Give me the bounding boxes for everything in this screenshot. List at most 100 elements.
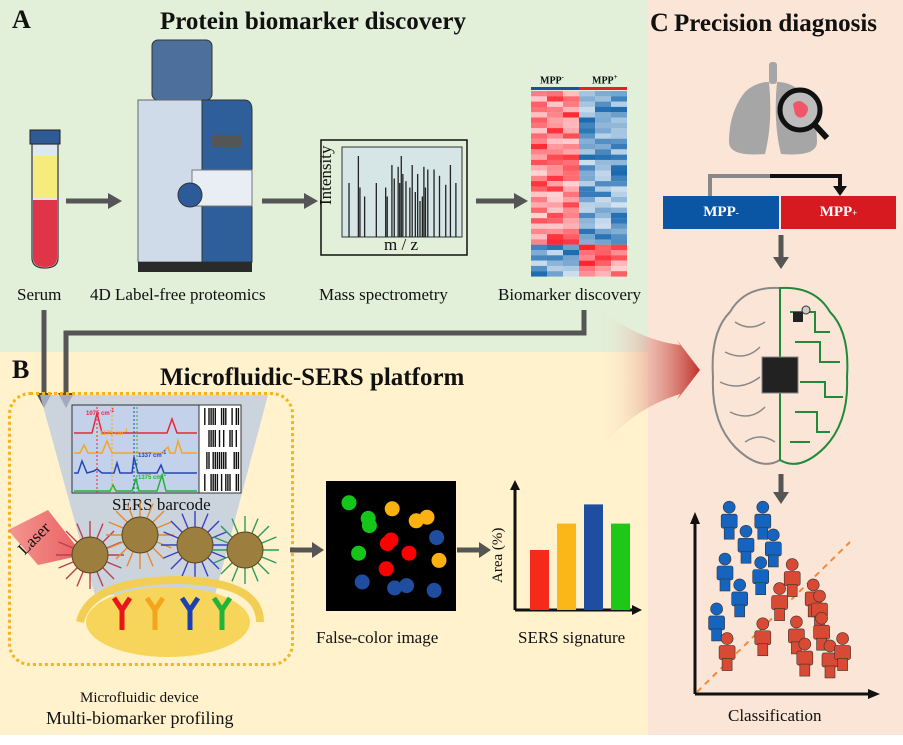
heatmap-cell <box>531 186 547 192</box>
heatmap-cell <box>531 223 547 229</box>
gold-nanoparticle <box>71 536 109 574</box>
heatmap-cell <box>595 175 611 182</box>
person-legs <box>837 658 848 671</box>
heatmap-cell <box>595 91 611 97</box>
heatmap-cell <box>579 207 595 213</box>
heatmap-cell <box>563 223 579 229</box>
person-body <box>718 645 736 660</box>
person-negative-icon <box>716 552 734 592</box>
heatmap-cell <box>595 239 611 245</box>
heatmap-cell <box>547 239 563 245</box>
heatmap-cell <box>579 101 595 107</box>
heatmap-cell <box>579 191 595 198</box>
heatmap-cell <box>611 223 627 229</box>
step-label-biomarker: Biomarker discovery <box>498 285 642 304</box>
arrow-down-icon <box>773 474 789 504</box>
person-legs <box>799 663 811 677</box>
heatmap-cell <box>563 144 579 150</box>
peak-label-1175: 1175 cm-1 <box>100 428 128 437</box>
person-negative-icon <box>720 500 738 540</box>
heatmap-cell <box>611 228 627 235</box>
mpp-negative-box: MPP- <box>663 196 779 229</box>
barcode-bar <box>204 408 206 425</box>
heatmap-cell <box>531 112 547 118</box>
barcode-bar <box>212 408 214 425</box>
panel-c-letter: C <box>650 8 669 37</box>
heatmap-cell <box>579 144 595 150</box>
barcode-bar <box>208 452 210 469</box>
person-positive-icon <box>788 615 805 655</box>
person-positive-icon <box>718 632 736 671</box>
barcode-bar <box>227 474 229 491</box>
step-label-serum: Serum <box>17 285 62 304</box>
false-color-spot <box>378 561 394 577</box>
microfluidic-dotted-box <box>8 392 294 666</box>
heatmap-cell <box>531 96 547 102</box>
heatmap-cell <box>611 122 627 129</box>
person-head <box>767 528 780 542</box>
person-positive-icon <box>783 558 801 597</box>
arrow-right-icon <box>66 193 122 209</box>
person-legs <box>786 584 798 597</box>
false-color-spot <box>384 501 400 517</box>
person-head <box>756 617 770 631</box>
person-body <box>783 571 801 586</box>
serum-tube-icon <box>29 129 61 269</box>
heatmap-cell <box>563 96 579 102</box>
person-body <box>720 513 738 529</box>
person-body <box>716 565 734 581</box>
heatmap-cell <box>563 128 579 134</box>
barcode-bar <box>225 408 227 425</box>
person-head <box>823 639 837 653</box>
mass-spectrometer-icon <box>137 39 253 272</box>
heatmap-cell <box>531 138 547 145</box>
heatmap-cell <box>579 154 595 160</box>
barcode-bar <box>225 452 227 469</box>
heatmap-cell <box>547 265 563 272</box>
person-negative-icon <box>754 500 772 540</box>
heatmap-cell <box>531 91 547 97</box>
gold-nanoparticle <box>121 516 159 554</box>
heatmap-cell <box>547 112 563 118</box>
heatmap-cell <box>595 191 611 198</box>
person-positive-icon <box>796 637 814 677</box>
false-color-spot <box>419 509 435 525</box>
person-positive-icon <box>771 582 788 621</box>
microfluidic-device-label: Microfluidic device <box>80 690 199 706</box>
heatmap-cell <box>547 101 563 107</box>
heatmap-cell <box>547 159 563 166</box>
heatmap-cell <box>579 186 595 192</box>
heatmap-cell <box>595 170 611 176</box>
heatmap-cell <box>563 207 579 213</box>
heatmap-cell <box>547 223 563 229</box>
person-body <box>754 513 772 529</box>
person-positive-icon <box>834 632 851 671</box>
heatmap-cell <box>547 175 563 182</box>
heatmap-cell <box>579 234 595 240</box>
heatmap-cell <box>579 212 595 219</box>
person-body <box>754 630 772 646</box>
barcode-bar <box>237 408 240 425</box>
sers-barcode-caption: SERS barcode <box>112 495 211 514</box>
barcode-bar <box>218 452 221 469</box>
heatmap-cell <box>547 207 563 213</box>
heatmap-cell <box>563 255 579 261</box>
heatmap-cell <box>579 255 595 261</box>
barcode-bar <box>210 408 212 425</box>
panel-b-title: Microfluidic-SERS platform <box>160 364 465 391</box>
heatmap-group-pos: MPP+ <box>592 73 618 87</box>
heatmap-cell <box>531 144 547 150</box>
heatmap-cell <box>579 133 595 139</box>
heatmap-cell <box>611 191 627 198</box>
person-body <box>765 541 782 557</box>
heatmap-cell <box>531 202 547 208</box>
person-head <box>790 615 803 629</box>
step-label-proteomics: 4D Label-free proteomics <box>90 285 266 304</box>
heatmap-cell <box>563 159 579 166</box>
person-negative-icon <box>737 524 755 564</box>
false-color-spot <box>351 545 367 561</box>
heatmap-cell <box>611 244 627 251</box>
arrow-right-icon <box>476 193 528 209</box>
signature-ylabel: Area (%) <box>490 527 506 583</box>
heatmap-cell <box>579 170 595 176</box>
